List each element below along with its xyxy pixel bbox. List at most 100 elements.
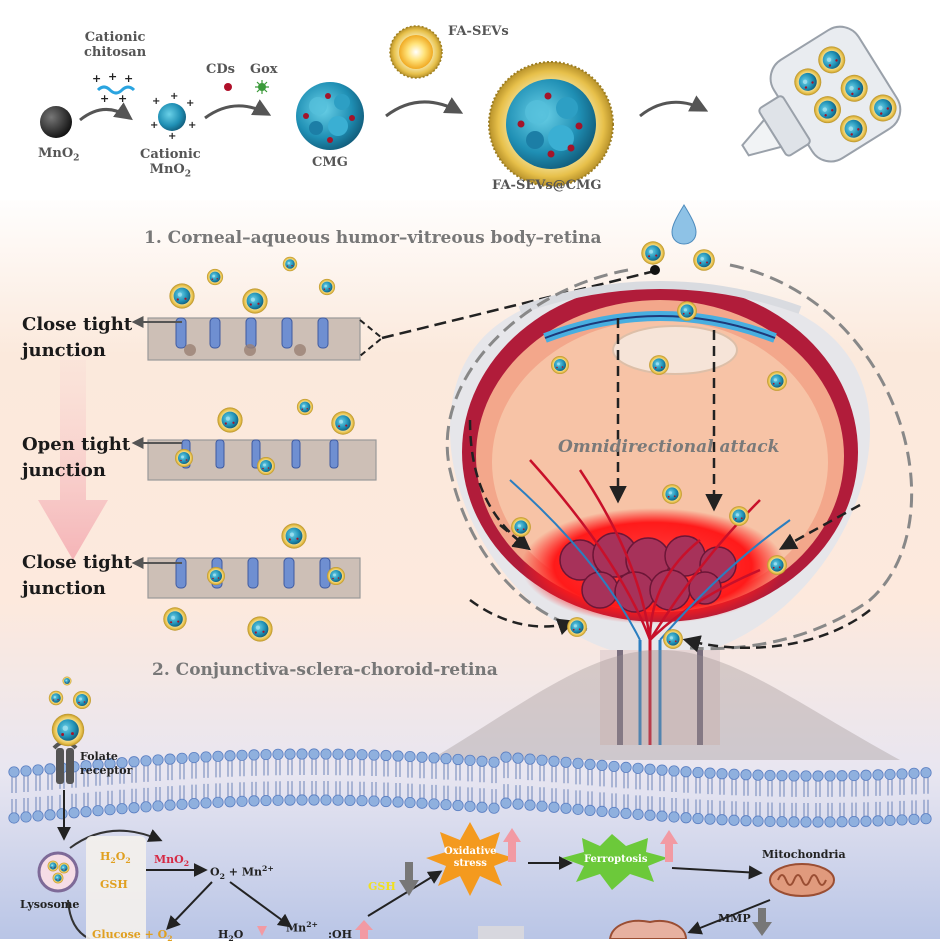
lipid-tails bbox=[815, 780, 821, 817]
reaction-arrow-3 bbox=[229, 881, 293, 928]
lipid-head bbox=[308, 794, 320, 806]
svg-text:+: + bbox=[186, 98, 194, 109]
lipid-head bbox=[8, 812, 20, 824]
lipid-tails bbox=[527, 764, 533, 801]
lipid-tails bbox=[503, 762, 509, 799]
lipid-head bbox=[896, 768, 908, 780]
zoom-line-to-eye bbox=[381, 269, 656, 340]
lipid-head bbox=[332, 794, 344, 806]
lipid-head bbox=[668, 765, 680, 777]
lipid-head bbox=[524, 753, 536, 765]
lipid-head bbox=[728, 814, 740, 826]
lipid-tails bbox=[695, 777, 701, 814]
lipid-head bbox=[620, 761, 632, 773]
lipid-head bbox=[764, 815, 776, 828]
lipid-head bbox=[248, 795, 260, 807]
lipid-head bbox=[596, 759, 608, 772]
lipid-tails bbox=[923, 777, 929, 814]
lipid-tails bbox=[35, 774, 41, 811]
arrow-bottom-right bbox=[682, 609, 871, 653]
gsh-decrease-label: GSH bbox=[368, 880, 396, 893]
lipid-head bbox=[812, 816, 824, 828]
lipid-head bbox=[140, 801, 152, 813]
lipid-head bbox=[272, 794, 284, 806]
junction-panel-1 bbox=[147, 256, 361, 361]
h2o2-label: H2O2 bbox=[100, 850, 131, 866]
lipid-tails bbox=[779, 780, 785, 817]
lipid-head bbox=[560, 802, 572, 814]
lipid-head bbox=[116, 803, 128, 815]
mno2-reactant-label: MnO2 bbox=[154, 853, 190, 869]
lipid-head bbox=[488, 802, 500, 814]
grey-box bbox=[478, 926, 524, 939]
lipid-head bbox=[320, 748, 332, 760]
lipid-head bbox=[740, 815, 752, 827]
oh-label: :OH bbox=[328, 928, 353, 941]
route-2-label: 2. Conjunctiva-sclera-choroid-retina bbox=[152, 660, 498, 680]
lipid-head bbox=[908, 767, 920, 779]
lipid-head bbox=[248, 749, 260, 761]
lipid-head bbox=[224, 750, 236, 762]
lipid-tails bbox=[47, 773, 53, 810]
mitochondria-label: Mitochondria bbox=[762, 848, 846, 861]
ferroptosis-label: Ferroptosis bbox=[584, 854, 648, 865]
lipid-head bbox=[800, 770, 812, 782]
lipid-tails bbox=[335, 759, 341, 796]
lipid-head bbox=[56, 808, 68, 820]
lipid-tails bbox=[287, 759, 293, 796]
lipid-head bbox=[872, 769, 884, 781]
lipid-head bbox=[32, 810, 44, 822]
lipid-tails bbox=[803, 780, 809, 817]
cds-dot bbox=[224, 83, 232, 91]
lipid-head bbox=[416, 751, 428, 763]
reaction-arrow-2 bbox=[166, 881, 213, 931]
lipid-head bbox=[572, 803, 584, 815]
lipid-tails bbox=[623, 772, 629, 809]
lipid-head bbox=[344, 748, 356, 761]
lipid-tails bbox=[791, 780, 797, 817]
lipid-tails bbox=[347, 759, 353, 796]
lipid-head bbox=[356, 795, 368, 807]
lipid-head bbox=[464, 754, 476, 766]
lipid-head bbox=[236, 749, 248, 761]
pink-down-arrow bbox=[38, 360, 108, 560]
lipid-head bbox=[80, 760, 92, 772]
lipid-head bbox=[428, 798, 440, 810]
lipid-head bbox=[608, 806, 620, 819]
arrow-mid-left bbox=[499, 524, 531, 551]
cationic-plus-signs: +++ +++ bbox=[150, 91, 196, 142]
lipid-tails bbox=[611, 771, 617, 808]
lipid-head bbox=[848, 769, 860, 782]
lipid-head bbox=[152, 800, 164, 812]
lipid-head bbox=[512, 798, 524, 810]
lipid-head bbox=[380, 795, 392, 808]
gox-label: Gox bbox=[250, 62, 278, 77]
lipid-tails bbox=[359, 759, 365, 796]
entry-point bbox=[650, 265, 660, 275]
lipid-head bbox=[872, 815, 884, 827]
lipid-tails bbox=[635, 773, 641, 810]
lipid-head bbox=[680, 766, 692, 778]
lipid-tails bbox=[203, 761, 209, 798]
lipid-tails bbox=[215, 761, 221, 798]
lipid-tails bbox=[887, 779, 893, 816]
lipid-tails bbox=[239, 760, 245, 797]
lipid-head bbox=[212, 750, 224, 762]
lipid-head bbox=[584, 758, 596, 770]
svg-text:+: + bbox=[124, 72, 133, 85]
lipid-head bbox=[572, 757, 584, 769]
lipid-tails bbox=[383, 760, 389, 797]
mno2-sphere bbox=[40, 106, 72, 138]
lipid-head bbox=[596, 805, 608, 818]
lipid-tails bbox=[647, 774, 653, 811]
junction-panel-2 bbox=[147, 398, 377, 481]
lipid-head bbox=[284, 748, 296, 760]
lipid-head bbox=[920, 767, 932, 779]
lipid-head bbox=[548, 755, 560, 767]
lipid-head bbox=[632, 762, 644, 774]
lipid-head bbox=[836, 770, 848, 782]
lipid-head bbox=[656, 810, 668, 822]
lipid-head bbox=[44, 809, 56, 821]
